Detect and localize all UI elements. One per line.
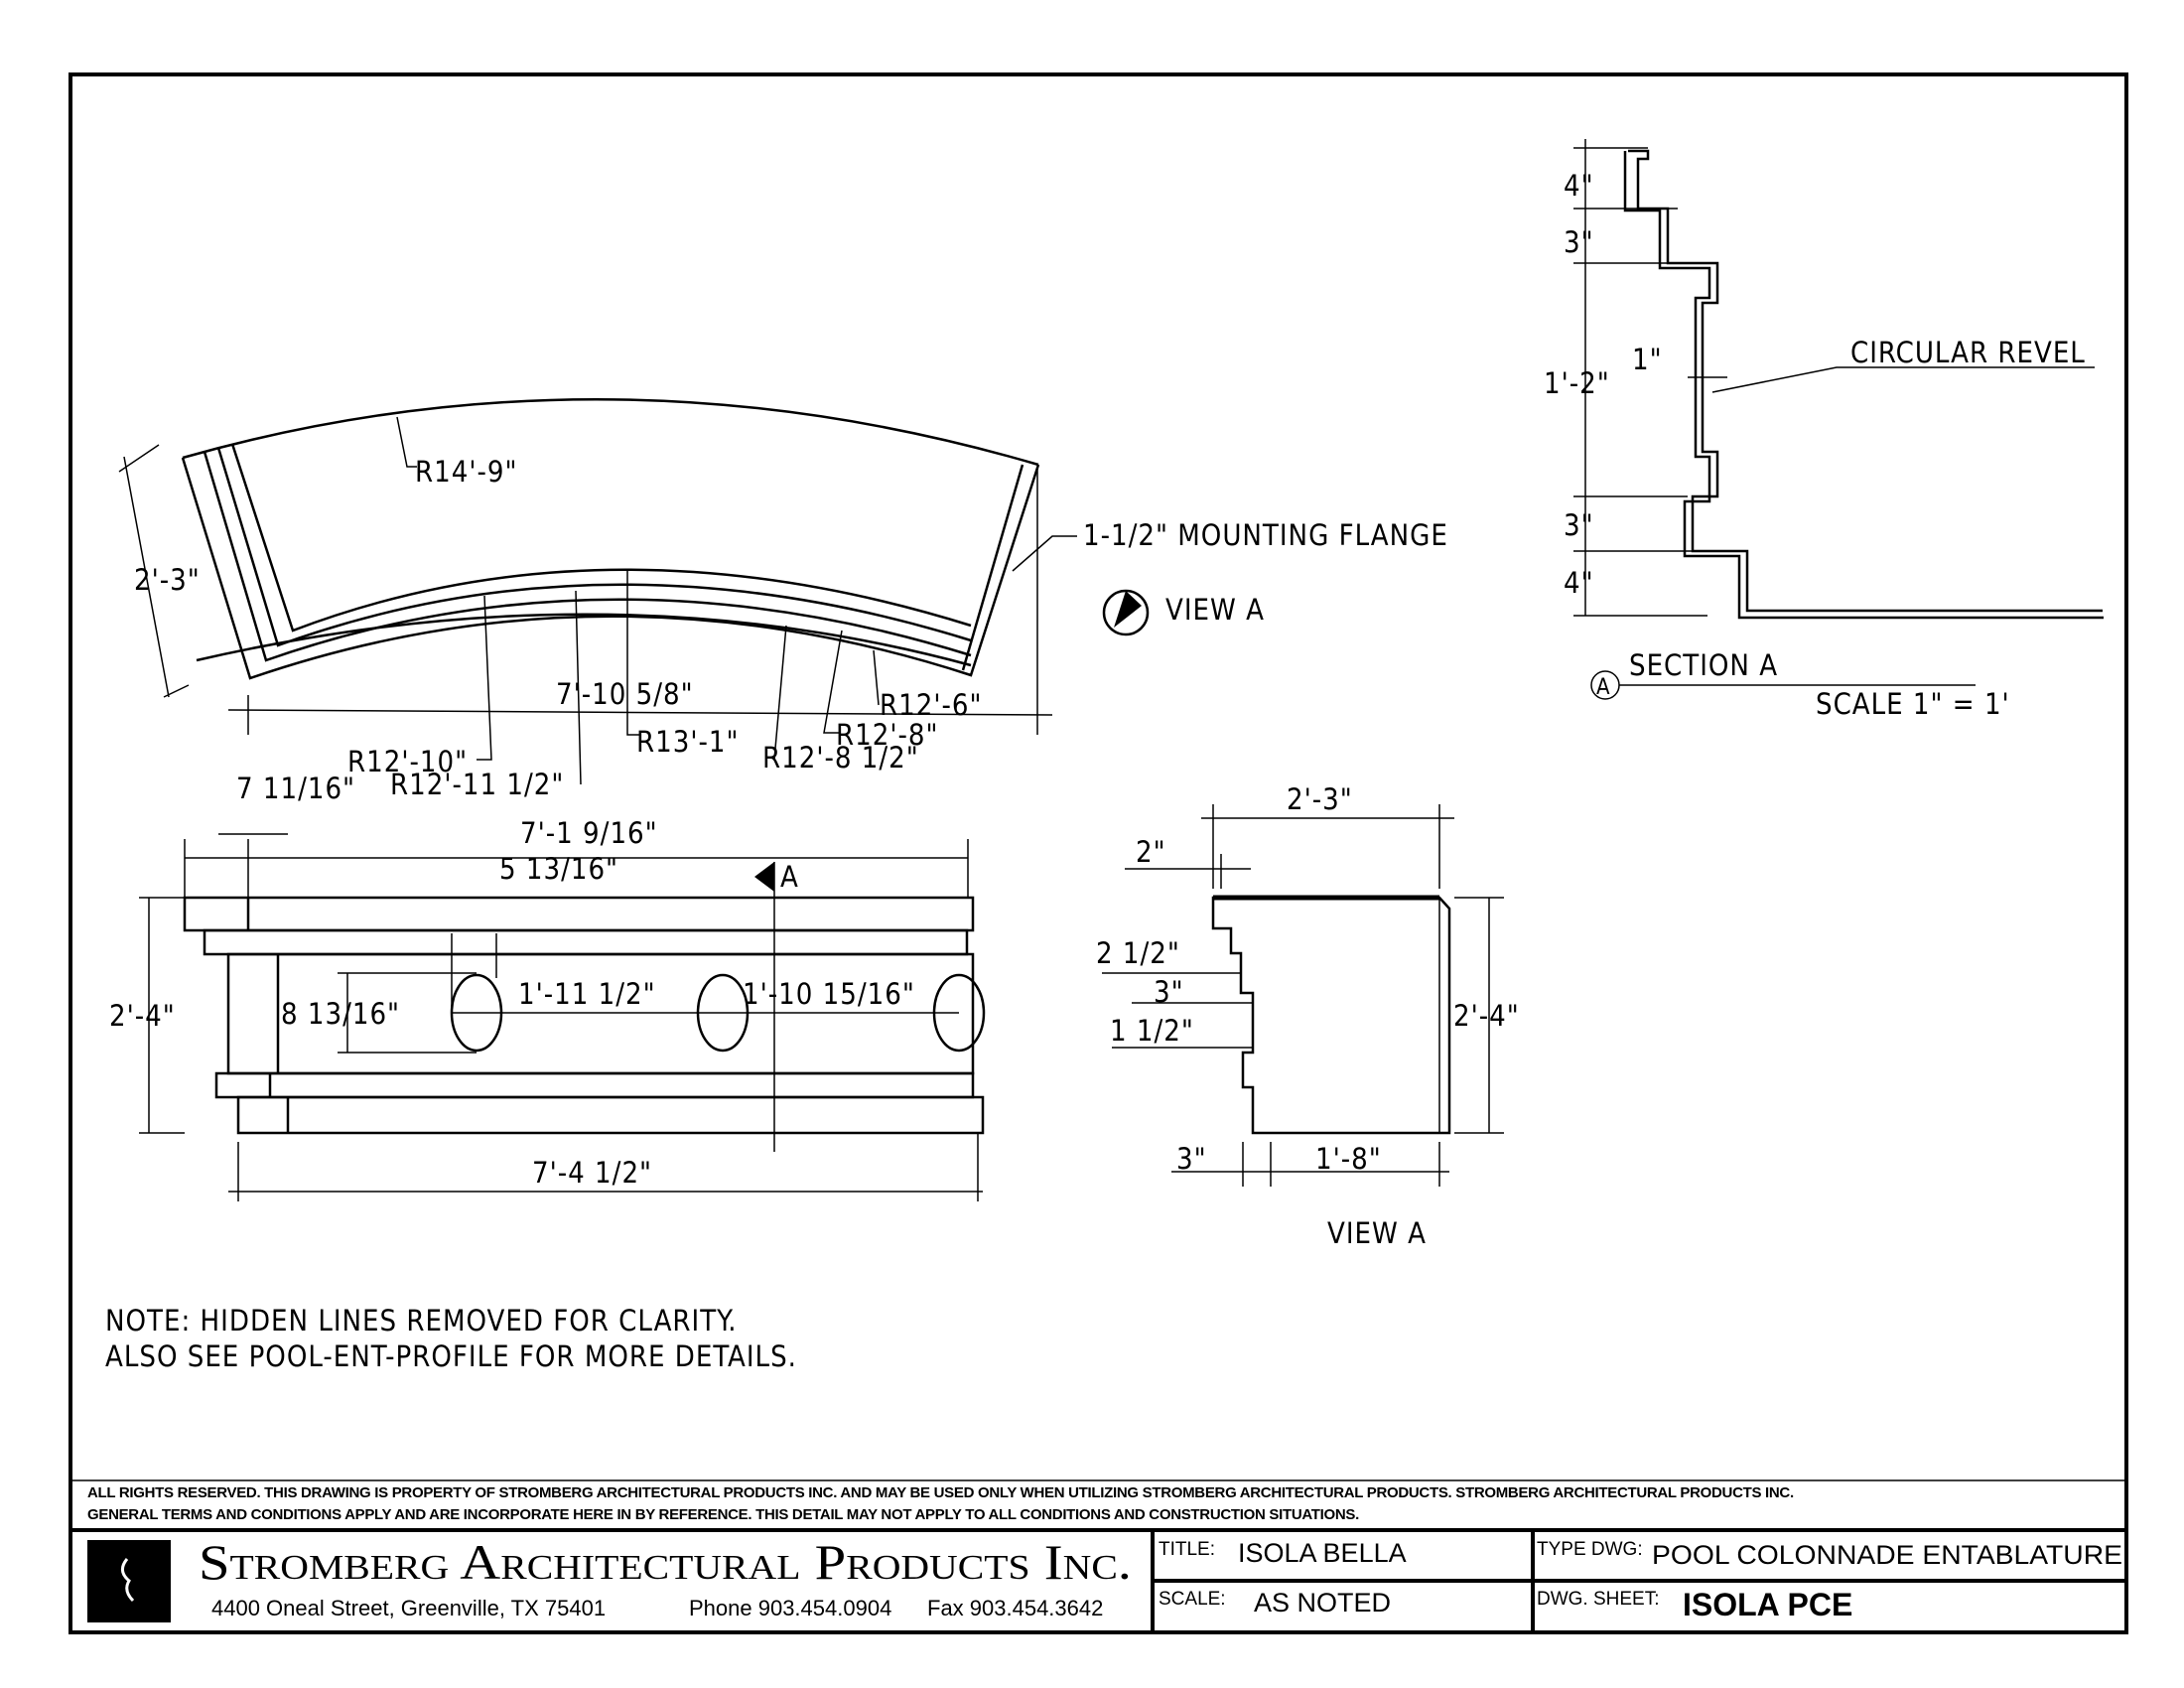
elevation-view	[139, 833, 986, 1201]
dim-plan-width: 2'-3"	[134, 563, 201, 597]
dim-view-a-depth: 1'-8"	[1315, 1142, 1382, 1176]
dim-r12-8: R12'-8"	[836, 718, 939, 752]
dim-r13-1: R13'-1"	[636, 725, 740, 759]
section-marker-a: A	[780, 860, 799, 894]
dwg-sheet-value: ISOLA PCE	[1683, 1587, 1852, 1622]
dim-view-a-2: 2"	[1136, 835, 1166, 869]
rights-line-2: GENERAL TERMS AND CONDITIONS APPLY AND A…	[87, 1506, 1359, 1523]
dim-view-a-3: 3"	[1154, 975, 1184, 1009]
dim-elev-height: 2'-4"	[109, 999, 176, 1033]
company-phone: Phone 903.454.0904	[689, 1596, 891, 1620]
company-address: 4400 Oneal Street, Greenville, TX 75401	[211, 1596, 606, 1620]
section-a-profile	[1573, 139, 2104, 700]
type-dwg-label: TYPE DWG:	[1537, 1539, 1643, 1560]
dim-overall-length: 7'-4 1/2"	[532, 1156, 652, 1190]
view-a-marker-label: VIEW A	[1165, 593, 1265, 627]
dim-view-a-width: 2'-3"	[1287, 782, 1353, 816]
note-line-1: NOTE: HIDDEN LINES REMOVED FOR CLARITY.	[105, 1304, 738, 1337]
dim-section-4-bottom: 4"	[1564, 566, 1594, 600]
note-line-2: ALSO SEE POOL-ENT-PROFILE FOR MORE DETAI…	[105, 1339, 797, 1373]
type-dwg-value: POOL COLONNADE ENTABLATURE	[1652, 1540, 2122, 1570]
dim-r12-10: R12'-10"	[347, 745, 468, 778]
callout-mounting-flange: 1-1/2" MOUNTING FLANGE	[1083, 518, 1448, 552]
dim-spacing-2: 1'-10 15/16"	[743, 977, 915, 1011]
title-value: ISOLA BELLA	[1238, 1538, 1407, 1568]
dim-chord: 7'-10 5/8"	[556, 677, 694, 711]
sheet-border	[68, 72, 2128, 1634]
dim-top-length: 7'-1 9/16"	[520, 816, 658, 850]
view-a-label: VIEW A	[1327, 1216, 1427, 1250]
dim-section-1: 1"	[1632, 343, 1663, 376]
dwg-sheet-label: DWG. SHEET:	[1537, 1589, 1660, 1610]
dim-r12-11-half: R12'-11 1/2"	[390, 768, 564, 801]
company-name: Stromberg Architectural Products Inc.	[199, 1534, 1132, 1590]
dim-view-a-3-bottom: 3"	[1176, 1142, 1207, 1176]
dim-hole-offset: 5 13/16"	[499, 852, 618, 886]
plan-view	[118, 398, 1077, 785]
dim-view-a-height: 2'-4"	[1453, 999, 1520, 1033]
title-block	[70, 1479, 2126, 1632]
view-a-profile	[1102, 804, 1504, 1187]
dim-section-1-2: 1'-2"	[1544, 366, 1610, 400]
dim-spacing-1: 1'-11 1/2"	[518, 977, 656, 1011]
company-fax: Fax 903.454.3642	[927, 1596, 1103, 1620]
view-a-marker-icon	[1102, 589, 1150, 636]
dim-offset: 7 11/16"	[236, 772, 355, 805]
dim-outer-radius: R14'-9"	[415, 455, 518, 489]
callout-circular-revel: CIRCULAR REVEL	[1850, 336, 2086, 369]
scale-label: SCALE:	[1159, 1589, 1226, 1610]
section-a-scale: SCALE 1" = 1'	[1816, 687, 2010, 721]
title-label: TITLE:	[1159, 1539, 1215, 1560]
dim-hole-height: 8 13/16"	[281, 997, 400, 1031]
dim-view-a-2-half: 2 1/2"	[1096, 936, 1180, 970]
section-a-marker: A	[1596, 675, 1611, 700]
dim-view-a-1-half: 1 1/2"	[1110, 1014, 1194, 1048]
dim-section-3-top: 3"	[1564, 225, 1594, 259]
section-a-title: SECTION A	[1629, 648, 1778, 682]
dim-r12-6: R12'-6"	[880, 688, 983, 722]
dim-section-4-top: 4"	[1564, 169, 1594, 203]
dim-r12-8-half: R12'-8 1/2"	[762, 741, 919, 774]
rights-line-1: ALL RIGHTS RESERVED. THIS DRAWING IS PRO…	[87, 1484, 1794, 1501]
scale-value: AS NOTED	[1254, 1588, 1391, 1618]
dim-section-3-bottom: 3"	[1564, 508, 1594, 542]
